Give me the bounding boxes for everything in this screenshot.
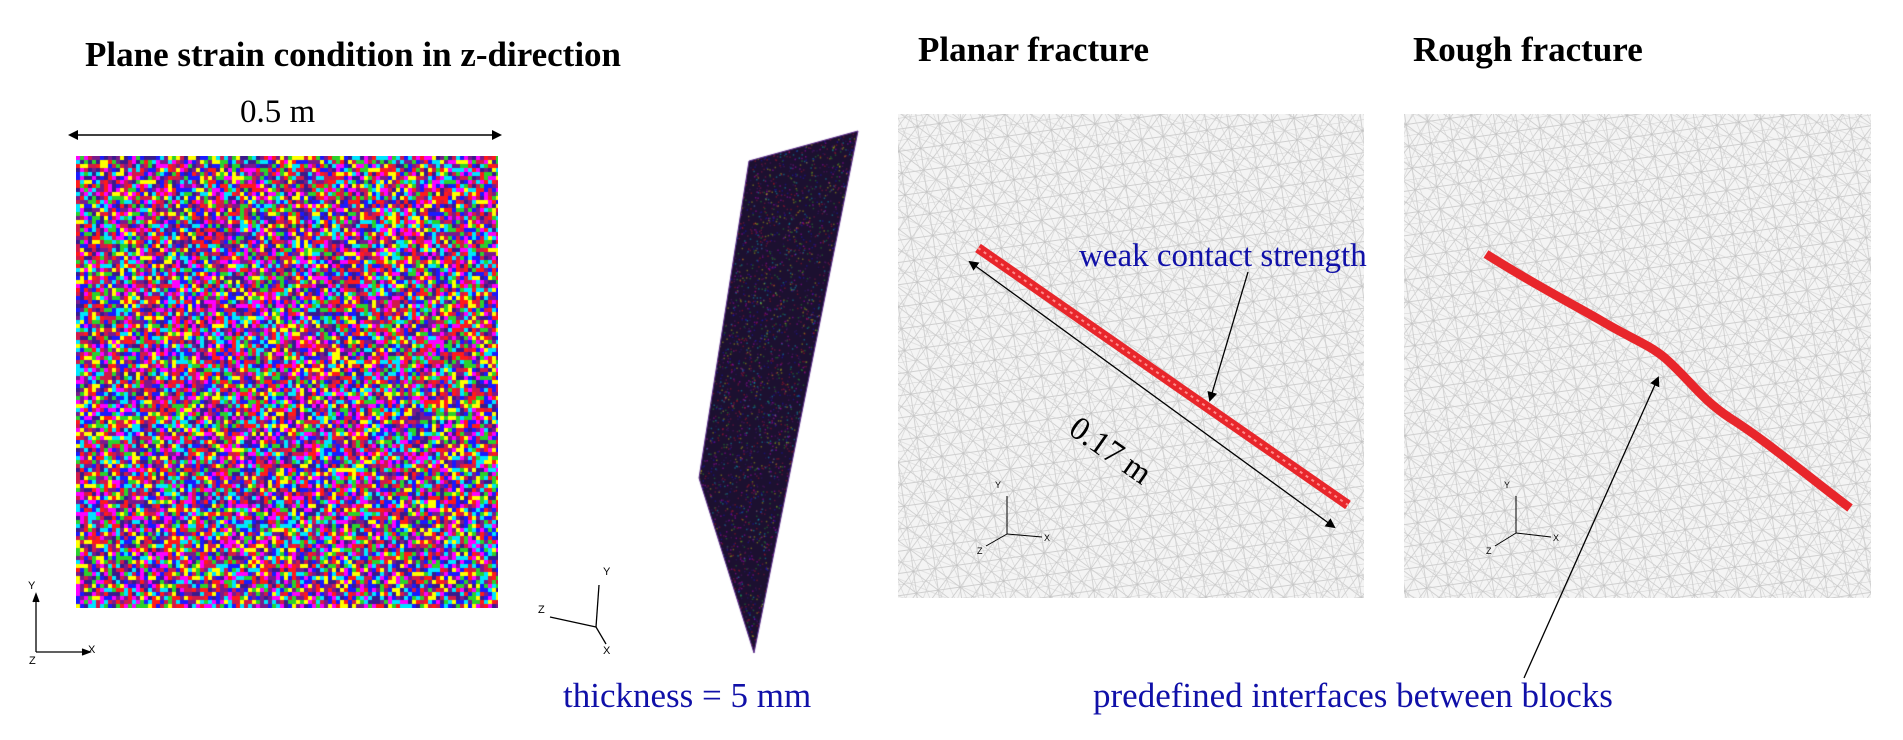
planar-fracture-title: Planar fracture (918, 30, 1150, 69)
left-axis-triad (32, 592, 92, 656)
planar-axis-x-label: X (1044, 533, 1051, 543)
length-dimension-arrow (968, 260, 1336, 529)
rough-axis-y-label: Y (1504, 480, 1511, 490)
left-axis-z-label: Z (29, 655, 36, 667)
left-axis-y-label: Y (28, 580, 36, 592)
rough-axis-triad (1494, 496, 1552, 547)
middle-axis-z-label: Z (538, 604, 545, 616)
left-axis-x-label: X (88, 644, 96, 656)
particle-block-2d (76, 156, 498, 608)
predefined-interfaces-label: predefined interfaces between blocks (1093, 676, 1613, 715)
thickness-label: thickness = 5 mm (563, 676, 812, 715)
planar-axis-y-label: Y (995, 480, 1002, 490)
planar-axis-z-label: Z (977, 546, 983, 556)
rough-mesh-panel (1404, 114, 1871, 598)
predefined-interface-arrow (1523, 376, 1660, 679)
width-dimension-label: 0.5 m (240, 94, 316, 130)
left-panel-title: Plane strain condition in z-direction (85, 35, 622, 74)
rough-fracture-title: Rough fracture (1413, 30, 1643, 69)
middle-axis-x-label: X (603, 645, 611, 657)
particle-slab-3d (690, 125, 860, 655)
planar-axis-triad (985, 496, 1043, 547)
middle-axis-y-label: Y (603, 566, 611, 578)
weak-contact-arrow (1207, 271, 1249, 402)
rough-axis-x-label: X (1553, 533, 1560, 543)
weak-contact-label: weak contact strength (1079, 238, 1367, 274)
rough-fracture-band (1483, 250, 1853, 512)
middle-axis-triad (549, 584, 607, 645)
rough-axis-z-label: Z (1486, 546, 1492, 556)
